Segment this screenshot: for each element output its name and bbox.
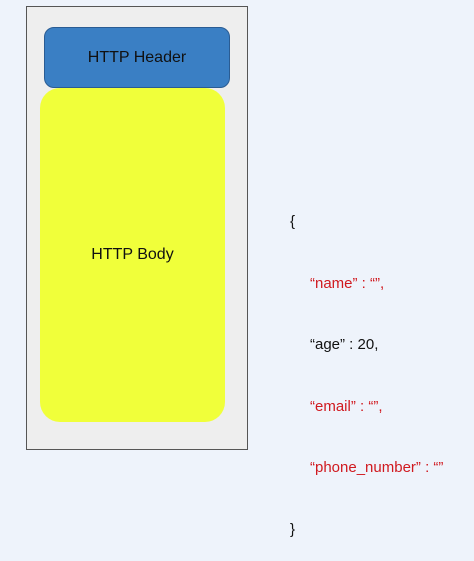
json-field-age: “age” : 20, bbox=[310, 336, 379, 353]
json-field-email: “email” : “”, bbox=[310, 397, 383, 415]
json-close-brace: } bbox=[290, 520, 296, 538]
json-field-phone-number: “phone_number” : “” bbox=[310, 459, 444, 476]
json-field-name: “name” : “”, bbox=[310, 274, 385, 292]
http-header-label: HTTP Header bbox=[87, 48, 187, 66]
json-open-brace: { bbox=[290, 213, 296, 230]
json-example: { “name” : “”, “age” : 20, “email” : “”,… bbox=[290, 171, 443, 561]
http-header-box: HTTP Header bbox=[44, 27, 230, 88]
http-body-label: HTTP Body bbox=[91, 246, 174, 263]
http-body-box: HTTP Body bbox=[40, 88, 225, 422]
